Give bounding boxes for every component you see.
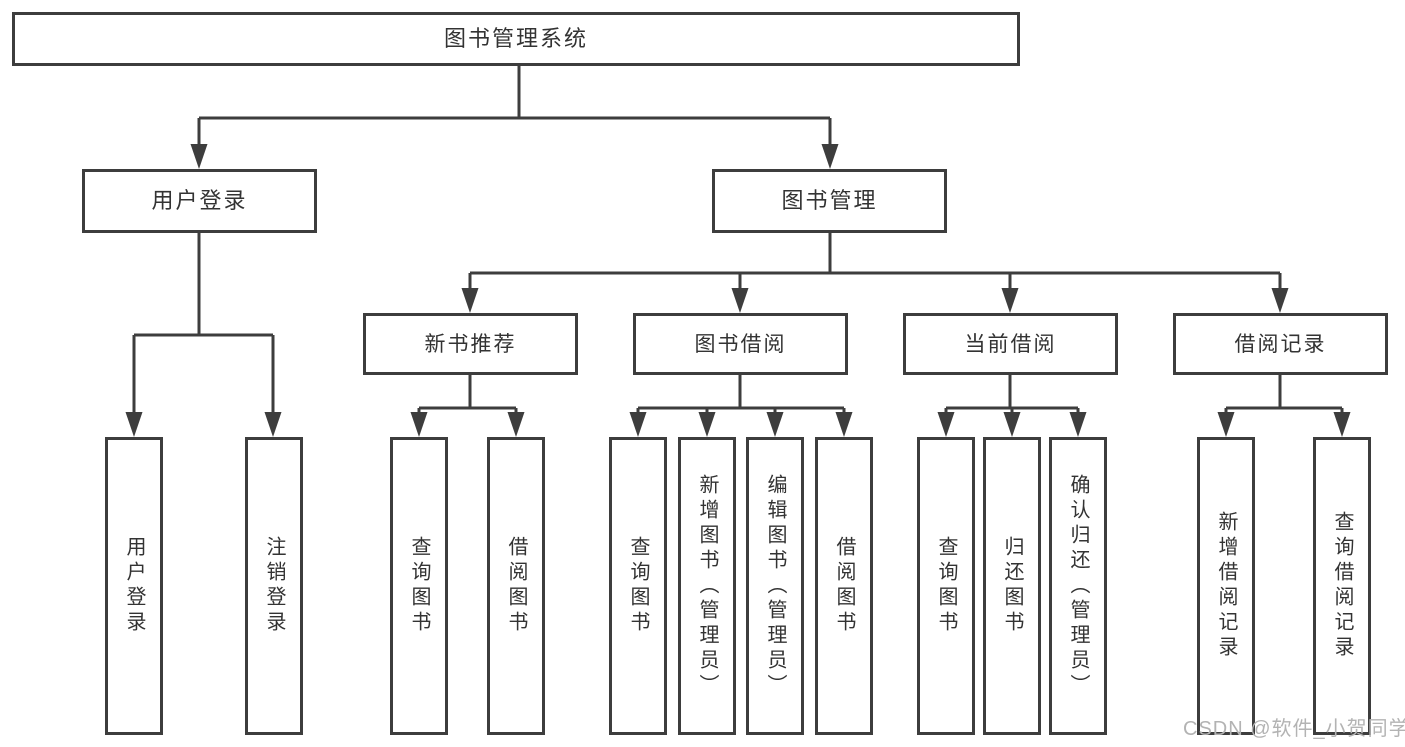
node-library-system-label: 图书管理系统 bbox=[443, 26, 588, 51]
watermark: CSDN @软件_小贺同学 bbox=[1183, 718, 1405, 740]
leaf-return-books-label: 归还图书 bbox=[1001, 536, 1023, 636]
node-new-book-recommend: 新书推荐 bbox=[363, 313, 578, 375]
node-user-login-label: 用户登录 bbox=[151, 188, 248, 213]
node-book-borrow: 图书借阅 bbox=[633, 313, 848, 375]
leaf-user-login-label: 用户登录 bbox=[123, 536, 145, 636]
leaf-logout: 注销登录 bbox=[245, 437, 303, 735]
node-current-borrow-label: 当前借阅 bbox=[964, 332, 1057, 356]
leaf-user-login: 用户登录 bbox=[105, 437, 163, 735]
leaf-borrow-query-books-label: 查询图书 bbox=[627, 536, 649, 636]
leaf-borrow-borrow-books-label: 借阅图书 bbox=[833, 536, 855, 636]
node-book-management: 图书管理 bbox=[712, 169, 947, 233]
node-current-borrow: 当前借阅 bbox=[903, 313, 1118, 375]
leaf-borrow-borrow-books: 借阅图书 bbox=[815, 437, 873, 735]
leaf-add-borrow-record: 新增借阅记录 bbox=[1197, 437, 1255, 735]
leaf-recommend-query-books: 查询图书 bbox=[390, 437, 448, 735]
leaf-recommend-borrow-books: 借阅图书 bbox=[487, 437, 545, 735]
leaf-edit-books-admin-label: 编辑图书（管理员） bbox=[764, 473, 786, 699]
leaf-current-query-books: 查询图书 bbox=[917, 437, 975, 735]
leaf-return-books: 归还图书 bbox=[983, 437, 1041, 735]
node-book-borrow-label: 图书借阅 bbox=[694, 332, 787, 356]
leaf-add-borrow-record-label: 新增借阅记录 bbox=[1215, 511, 1237, 661]
node-library-system: 图书管理系统 bbox=[12, 12, 1020, 66]
leaf-confirm-return-admin: 确认归还（管理员） bbox=[1049, 437, 1107, 735]
node-new-book-recommend-label: 新书推荐 bbox=[424, 332, 517, 356]
node-borrow-records: 借阅记录 bbox=[1173, 313, 1388, 375]
leaf-recommend-borrow-books-label: 借阅图书 bbox=[505, 536, 527, 636]
leaf-query-borrow-record-label: 查询借阅记录 bbox=[1331, 511, 1353, 661]
node-user-login: 用户登录 bbox=[82, 169, 317, 233]
leaf-query-borrow-record: 查询借阅记录 bbox=[1313, 437, 1371, 735]
leaf-add-books-admin-label: 新增图书（管理员） bbox=[696, 473, 718, 699]
leaf-logout-label: 注销登录 bbox=[263, 536, 285, 636]
leaf-confirm-return-admin-label: 确认归还（管理员） bbox=[1067, 473, 1089, 699]
leaf-recommend-query-books-label: 查询图书 bbox=[408, 536, 430, 636]
node-book-management-label: 图书管理 bbox=[781, 188, 878, 213]
leaf-edit-books-admin: 编辑图书（管理员） bbox=[746, 437, 804, 735]
leaf-current-query-books-label: 查询图书 bbox=[935, 536, 957, 636]
leaf-add-books-admin: 新增图书（管理员） bbox=[678, 437, 736, 735]
leaf-borrow-query-books: 查询图书 bbox=[609, 437, 667, 735]
node-borrow-records-label: 借阅记录 bbox=[1234, 332, 1327, 356]
